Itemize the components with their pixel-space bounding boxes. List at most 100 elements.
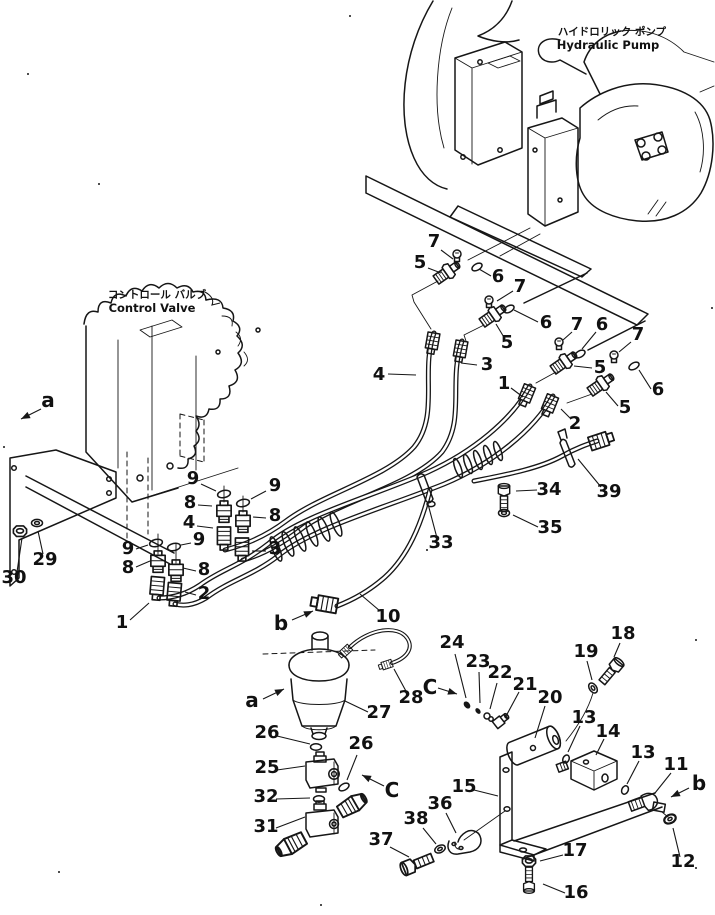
leader-line [581,331,597,350]
valve-title-jp: コントロール バルブ [108,288,207,301]
pump-flange-arc [403,0,448,190]
leader-line [489,682,498,710]
callout-part-15: 15 [451,776,499,797]
leader-line [180,542,192,546]
leader-line [605,391,619,407]
part-number: 29 [32,549,57,570]
callout-part-4: 4 [183,512,214,533]
pump-title-jp: ハイドロリック ポンプ [558,25,667,38]
callout-part-24: 24 [439,632,467,699]
view-letter: a [245,688,259,712]
plug-24 [463,701,471,709]
callout-part-2: 2 [184,583,211,604]
part-number: 7 [428,231,441,252]
hose-28-ferrule-b [377,658,394,672]
part-number: 31 [253,816,278,837]
fitting-8b [235,510,251,534]
part-number: 2 [198,583,211,604]
callout-part-9: 9 [180,529,205,550]
part-number: 13 [571,707,596,728]
callout-part-11: 11 [654,754,689,794]
valve-top-outline [83,282,207,325]
callout-part-22: 22 [487,662,513,710]
part-number: 21 [512,674,537,695]
o-ring-26b [336,780,352,794]
callout-part-26: 26 [346,733,374,781]
callout-part-6: 6 [581,314,608,350]
view-arrow-b: b [274,610,314,635]
leader-line [504,691,520,719]
leader-line [567,725,581,753]
callout-part-5: 5 [605,391,631,418]
joint-block-cluster [463,655,677,825]
callout-part-36: 36 [427,793,457,834]
accumulator-dome [288,648,350,666]
bolt-18 [596,655,627,687]
callout-part-34: 34 [515,479,562,500]
callout-part-16: 16 [542,882,589,903]
callout-part-21: 21 [504,674,538,719]
valve-spool-stack [177,298,243,470]
pump-title-en: Hydraulic Pump [557,38,660,52]
view-arrow-C: C [423,675,458,699]
cap-7b [484,295,494,309]
leader-line [626,760,640,785]
callout-part-3: 3 [460,354,493,375]
part-number: 37 [368,829,393,850]
callout-part-9: 9 [250,475,281,500]
leader-line [495,323,506,340]
leader-line [387,373,417,376]
leader-line [618,341,632,353]
leader-line [250,490,267,500]
hose-10-fitting [308,593,340,615]
bolt-16 [522,866,536,895]
leader-line [654,772,672,794]
callout-part-7: 7 [618,324,645,353]
callout-part-5: 5 [573,357,606,378]
callout-part-20: 20 [534,687,563,739]
leader-line [478,268,492,277]
elbow-fitting-5c [547,346,582,378]
cap-7c [554,337,564,351]
leader-line [200,483,217,492]
part-number: 39 [596,481,621,502]
fitting-8a [216,500,232,524]
arrowhead [447,687,457,695]
callout-part-19: 19 [573,641,599,681]
steel-tube-lines [365,175,649,351]
leader-line [560,408,572,420]
callout-part-2: 2 [560,408,582,434]
part-number: 6 [492,266,505,287]
leader-line [427,503,438,539]
callout-part-1: 1 [116,602,150,633]
leader-line [275,816,306,829]
leader-line [586,660,593,681]
clamp-36 [447,829,482,855]
part-number: 30 [1,567,26,588]
o-ring-6d [626,359,642,373]
callout-part-5: 5 [414,252,442,274]
part-number: 32 [253,786,278,807]
part-number: 4 [373,364,386,385]
leader-line [16,537,23,573]
part-number: 2 [569,413,582,434]
o-ring-13b [620,785,630,795]
part-number: 8 [269,505,282,526]
part-number: 5 [414,252,427,273]
view-arrow-b: b [670,771,706,798]
part-number: 7 [632,324,645,345]
callout-part-31: 31 [253,816,306,837]
view-letter: b [274,611,288,635]
valve-title-en: Control Valve [109,301,196,315]
labels: ハイドロリック ポンプ Hydraulic Pump コントロール バルブ Co… [108,25,667,315]
leader-line [473,789,499,797]
part-number: 16 [563,882,588,903]
callout-part-6: 6 [478,266,505,287]
part-number: 15 [451,776,476,797]
part-number: 33 [428,532,453,553]
callout-part-17: 17 [539,840,588,862]
callout-part-26: 26 [254,722,311,745]
valve-31 [305,800,340,838]
